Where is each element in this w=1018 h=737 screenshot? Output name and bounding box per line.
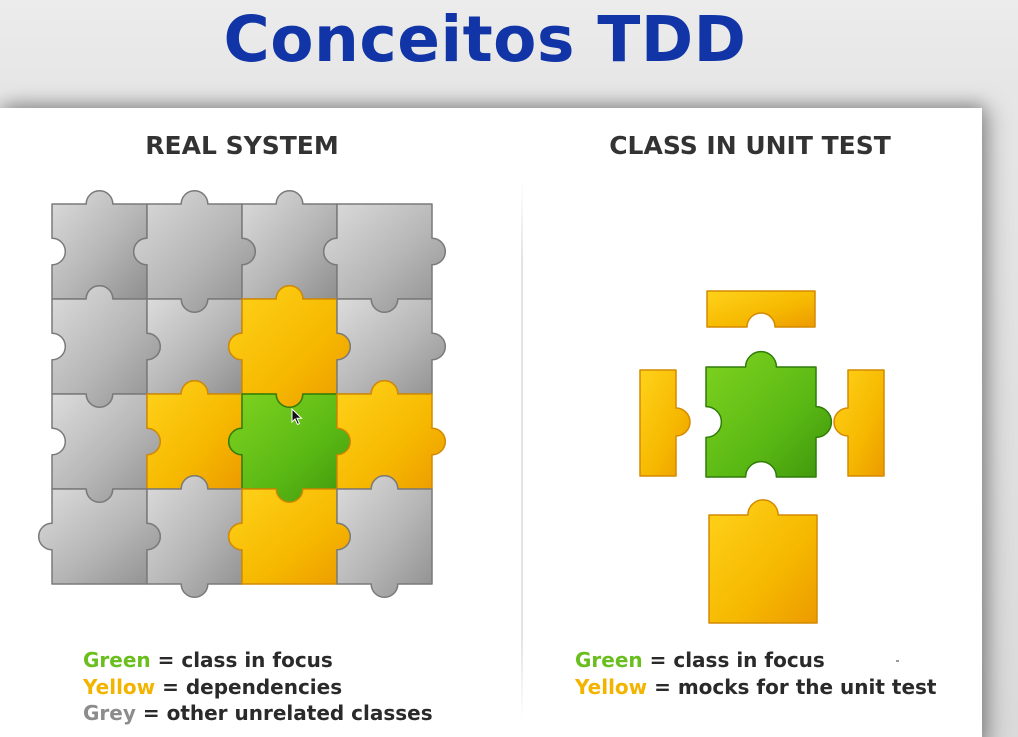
speck bbox=[896, 660, 899, 662]
mock-top-piece bbox=[706, 290, 816, 328]
puzzle-piece-grey-r0c1 bbox=[132, 189, 257, 314]
puzzle-piece-green-r2c2 bbox=[227, 393, 352, 504]
puzzle-piece-grey-r2c0 bbox=[51, 393, 162, 504]
puzzle-piece-grey-r3c0 bbox=[37, 488, 162, 585]
puzzle-piece-grey-r1c1 bbox=[146, 298, 243, 395]
legend-text: = class in focus bbox=[642, 648, 825, 672]
puzzle-piece-yellow-r2c3 bbox=[336, 379, 447, 490]
unit-test-puzzle-group bbox=[639, 290, 885, 624]
legend-row-green: Green = class in focus bbox=[575, 647, 936, 674]
puzzle-piece-grey-r3c3 bbox=[336, 474, 433, 599]
puzzle-piece-yellow-r1c2 bbox=[227, 284, 352, 409]
legend-row-green: Green = class in focus bbox=[83, 647, 433, 674]
legend-key-yellow: Yellow bbox=[83, 674, 156, 699]
puzzle-piece-grey-r0c0 bbox=[51, 189, 148, 300]
legend-key-grey: Grey bbox=[83, 701, 136, 725]
panel-divider bbox=[521, 180, 523, 720]
class-in-focus-piece bbox=[705, 350, 833, 478]
mouse-cursor-icon bbox=[291, 408, 303, 426]
legend-key-green: Green bbox=[83, 648, 151, 672]
legend-text: = class in focus bbox=[150, 648, 333, 672]
legend-key-yellow: Yellow bbox=[575, 674, 648, 699]
legend-row-grey: Grey = other unrelated classes bbox=[83, 700, 433, 727]
real-system-legend: Green = class in focus Yellow = dependen… bbox=[83, 647, 433, 727]
real-system-heading: REAL SYSTEM bbox=[145, 131, 339, 160]
puzzle-piece-grey-r1c0 bbox=[51, 284, 162, 409]
legend-text: = mocks for the unit test bbox=[647, 674, 937, 699]
legend-key-green: Green bbox=[575, 648, 643, 672]
puzzle-piece-yellow-r3c2 bbox=[227, 488, 352, 585]
page-title: Conceitos TDD bbox=[223, 3, 747, 76]
mock-left-piece bbox=[639, 369, 691, 477]
legend-text: = other unrelated classes bbox=[135, 701, 433, 725]
legend-text: = dependencies bbox=[155, 674, 343, 699]
unit-test-legend: Green = class in focus Yellow = mocks fo… bbox=[575, 647, 936, 700]
legend-row-yellow: Yellow = dependencies bbox=[83, 674, 433, 701]
real-system-puzzle-grid bbox=[37, 189, 447, 599]
unit-test-heading: CLASS IN UNIT TEST bbox=[609, 131, 891, 160]
puzzle-piece-grey-r0c2 bbox=[241, 189, 338, 300]
legend-row-yellow: Yellow = mocks for the unit test bbox=[575, 674, 936, 701]
puzzle-piece-grey-r1c3 bbox=[336, 298, 447, 395]
mock-right-piece bbox=[833, 369, 885, 477]
puzzle-piece-yellow-r2c1 bbox=[146, 379, 243, 490]
mock-bottom-piece bbox=[708, 499, 818, 624]
puzzle-piece-grey-r0c3 bbox=[322, 203, 447, 314]
puzzle-piece-grey-r3c1 bbox=[146, 474, 243, 599]
